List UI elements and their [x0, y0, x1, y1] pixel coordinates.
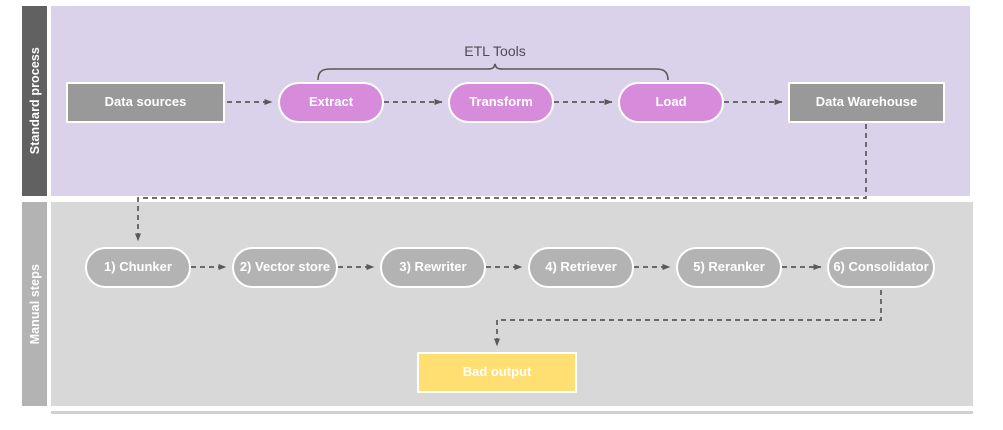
node-label: 5) Reranker [693, 259, 765, 275]
lane-label-standard-process: Standard process [27, 47, 42, 155]
node-bad-output[interactable]: Bad output [417, 352, 577, 393]
node-vector-store[interactable]: 2) Vector store [232, 247, 338, 288]
lane-band-manual-steps: Manual steps [22, 202, 47, 406]
node-retriever[interactable]: 4) Retriever [528, 247, 634, 288]
node-load[interactable]: Load [618, 82, 724, 123]
node-extract[interactable]: Extract [278, 82, 384, 123]
node-label: 2) Vector store [239, 259, 331, 275]
node-label: Data sources [104, 94, 187, 110]
etl-tools-label: ETL Tools [464, 43, 526, 59]
node-label: Data Warehouse [815, 94, 918, 110]
node-label: Transform [469, 94, 533, 110]
node-label: 6) Consolidator [833, 259, 929, 275]
node-transform[interactable]: Transform [448, 82, 554, 123]
node-data-sources[interactable]: Data sources [66, 82, 225, 123]
node-label: Load [655, 94, 687, 110]
node-label: 4) Retriever [545, 259, 617, 275]
node-data-warehouse[interactable]: Data Warehouse [788, 82, 945, 123]
lane-band-standard-process: Standard process [22, 6, 47, 196]
node-reranker[interactable]: 5) Reranker [676, 247, 782, 288]
node-label: Extract [308, 94, 354, 110]
node-rewriter[interactable]: 3) Rewriter [380, 247, 486, 288]
bottom-divider-rule [51, 411, 973, 414]
node-label: 1) Chunker [104, 259, 172, 275]
node-label: 3) Rewriter [399, 259, 467, 275]
lane-label-manual-steps: Manual steps [27, 263, 42, 345]
node-label: Bad output [462, 364, 532, 380]
node-consolidator[interactable]: 6) Consolidator [827, 247, 935, 288]
node-chunker[interactable]: 1) Chunker [85, 247, 191, 288]
